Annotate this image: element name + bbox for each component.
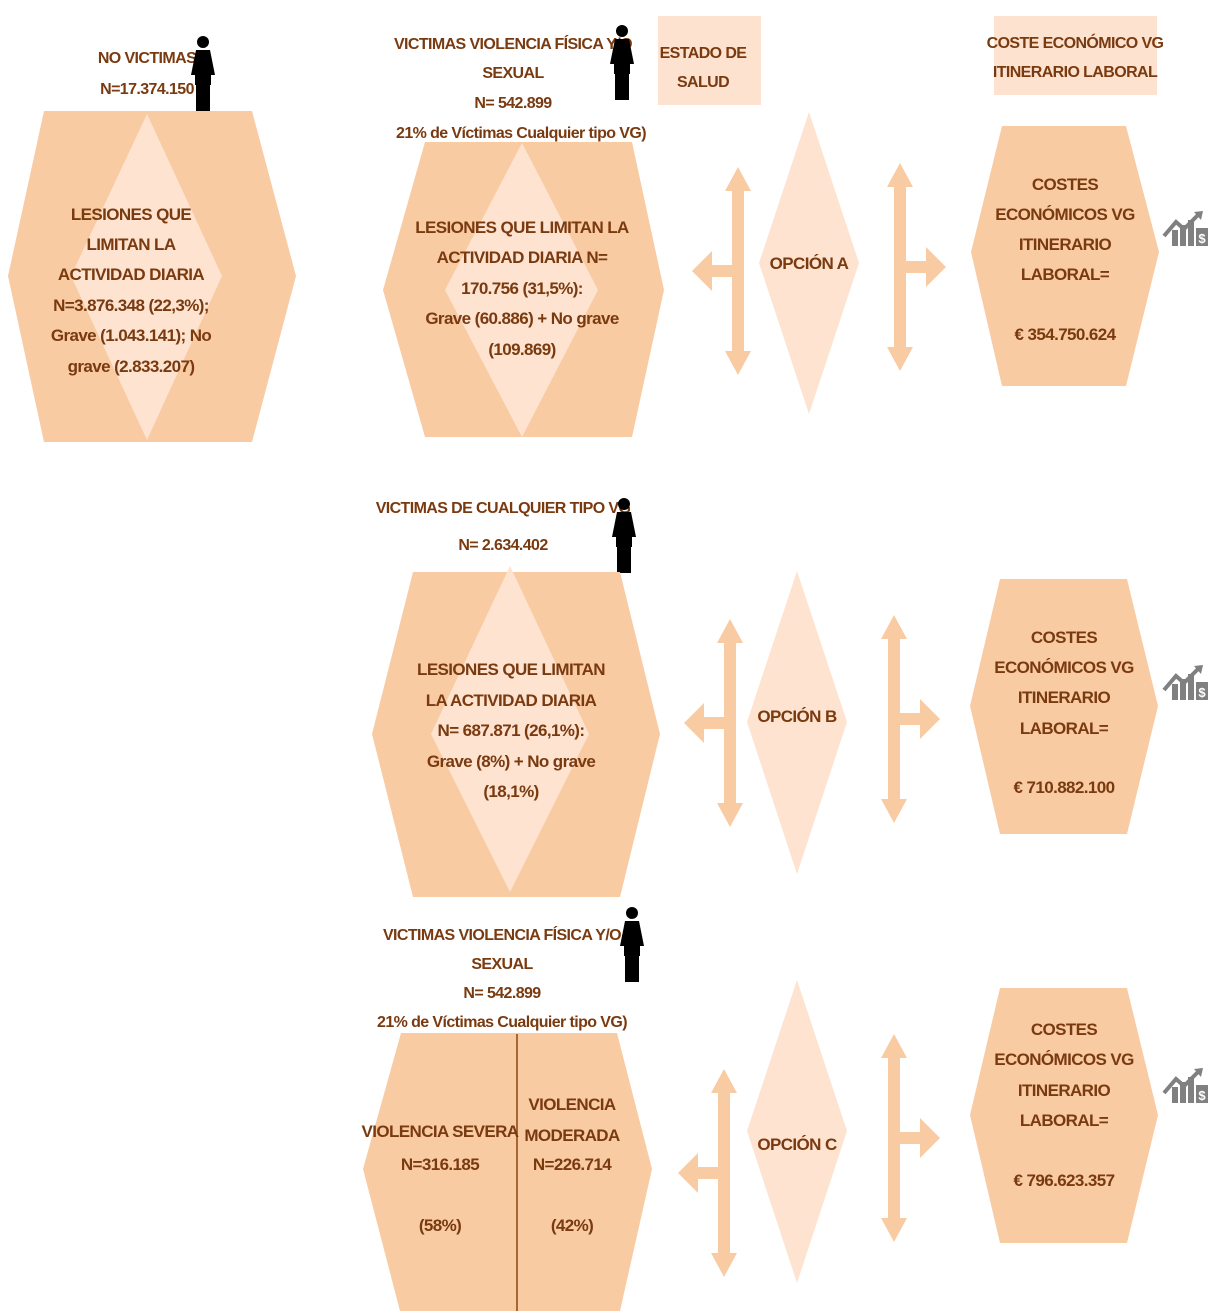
no-victims-hex-line-1: LESIONES QUE <box>71 205 192 224</box>
option-c-title-line-4: 21% de Víctimas Cualquier tipo VG) <box>377 1014 627 1031</box>
option-b-hex-line-1: LESIONES QUE LIMITAN <box>417 660 605 679</box>
option-a-cost-line-3: ITINERARIO <box>1019 235 1112 254</box>
option-c-title-line-1: VICTIMAS VIOLENCIA FÍSICA Y/O <box>383 925 621 944</box>
option-a-title-line-3: N= 542.899 <box>474 95 552 112</box>
option-c-severe-line-1: VIOLENCIA SEVERA <box>362 1122 519 1141</box>
option-b-cost-line-4: LABORAL= <box>1020 719 1109 738</box>
option-c-cost-value: € 796.623.357 <box>1014 1171 1115 1190</box>
option-b-label: OPCIÓN B <box>757 707 837 726</box>
left-branch-arrow <box>692 167 751 375</box>
option-c-cost-line-3: ITINERARIO <box>1018 1081 1111 1100</box>
option-a-cost-value: € 354.750.624 <box>1015 325 1117 344</box>
health-state-line-1: ESTADO DE <box>660 45 748 62</box>
chart-dollar-icon <box>1162 209 1210 248</box>
option-c-severe-line-2: N=316.185 <box>401 1155 479 1174</box>
option-b-diamond-node <box>747 571 847 874</box>
option-b-cost-line-2: ECONÓMICOS VG <box>994 658 1134 677</box>
option-c-label: OPCIÓN C <box>757 1135 837 1154</box>
right-branch-arrow <box>881 1034 940 1242</box>
option-b-hex-line-3: N= 687.871 (26,1%): <box>438 721 585 740</box>
no-victims-hex-line-6: grave (2.833.207) <box>68 357 195 376</box>
no-victims-hex-line-3: ACTIVIDAD DIARIA <box>58 265 205 284</box>
option-c-title-line-3: N= 542.899 <box>463 985 541 1002</box>
economic-cost-box <box>994 16 1157 95</box>
no-victims-diamond <box>71 114 222 440</box>
option-a-diamond-node <box>759 112 859 414</box>
option-a-title-line-4: 21% de Víctimas Cualquier tipo VG) <box>396 125 646 142</box>
option-a-cost-line-4: LABORAL= <box>1021 265 1110 284</box>
option-c-moderate-line-1: VIOLENCIA <box>528 1095 615 1114</box>
chart-dollar-icon <box>1162 1066 1210 1105</box>
option-a-hex-line-1: LESIONES QUE LIMITAN LA <box>415 218 629 237</box>
no-victims-hex-line-5: Grave (1.043.141); No <box>51 326 212 345</box>
left-branch-arrow <box>684 619 743 827</box>
option-b-hex-line-2: LA ACTIVIDAD DIARIA <box>426 691 597 710</box>
economic-cost-line-2: ITINERARIO LABORAL <box>993 64 1158 81</box>
option-a-title-line-1: VICTIMAS VIOLENCIA FÍSICA Y/O <box>394 34 632 53</box>
option-b-diamond <box>431 566 589 892</box>
right-branch-arrow <box>881 615 940 823</box>
health-state-line-2: SALUD <box>677 74 729 91</box>
option-a-hex-line-5: (109.869) <box>488 340 555 359</box>
no-victims-hex-line-2: LIMITAN LA <box>86 235 175 254</box>
option-a-cost-hexagon <box>971 126 1159 386</box>
health-state-box <box>658 16 761 105</box>
right-branch-arrow <box>887 163 946 371</box>
option-b-cost-line-1: COSTES <box>1031 628 1098 647</box>
option-b-cost-line-3: ITINERARIO <box>1018 688 1111 707</box>
option-a-cost-line-2: ECONÓMICOS VG <box>995 205 1135 224</box>
option-b-cost-value: € 710.882.100 <box>1014 778 1115 797</box>
option-a-hex-line-2: ACTIVIDAD DIARIA N= <box>437 248 608 267</box>
economic-cost-line-1: COSTE ECONÓMICO VG <box>987 33 1164 52</box>
chart-dollar-icon <box>1162 663 1210 702</box>
option-c-severe-line-4: (58%) <box>419 1216 461 1235</box>
no-victims-hex-line-4: N=3.876.348 (22,3%); <box>53 296 209 315</box>
option-a-hex-line-3: 170.756 (31,5%): <box>461 279 583 298</box>
option-c-cost-hexagon <box>970 988 1158 1243</box>
option-c-cost-line-4: LABORAL= <box>1020 1111 1109 1130</box>
option-a-label: OPCIÓN A <box>770 254 849 273</box>
option-a-title-line-2: SEXUAL <box>482 65 544 82</box>
option-b-hex-line-5: (18,1%) <box>483 782 538 801</box>
no-victims-count: N=17.374.150 <box>100 81 194 98</box>
woman-figure-icon <box>191 36 215 111</box>
option-c-hexagon <box>363 1033 652 1311</box>
option-b-title-line-1: VICTIMAS DE CUALQUIER TIPO VG <box>376 500 631 517</box>
no-victims-title: NO VICTIMAS <box>98 50 197 67</box>
option-c-moderate-line-3: N=226.714 <box>533 1155 612 1174</box>
option-c-moderate-line-5: (42%) <box>551 1216 593 1235</box>
option-c-cost-line-2: ECONÓMICOS VG <box>994 1050 1134 1069</box>
option-a-cost-line-1: COSTES <box>1032 175 1099 194</box>
option-c-cost-line-1: COSTES <box>1031 1020 1098 1039</box>
option-c-moderate-line-2: MODERADA <box>524 1126 620 1145</box>
woman-figure-icon <box>620 907 644 982</box>
option-c-title-line-2: SEXUAL <box>471 956 533 973</box>
option-b-title-line-2: N= 2.634.402 <box>458 537 548 554</box>
option-b-hex-line-4: Grave (8%) + No grave <box>427 752 595 771</box>
option-b-cost-hexagon <box>970 579 1158 834</box>
left-branch-arrow <box>678 1069 737 1277</box>
option-a-hex-line-4: Grave (60.886) + No grave <box>425 309 619 328</box>
option-c-diamond-node <box>747 980 847 1283</box>
option-a-diamond <box>445 143 598 437</box>
